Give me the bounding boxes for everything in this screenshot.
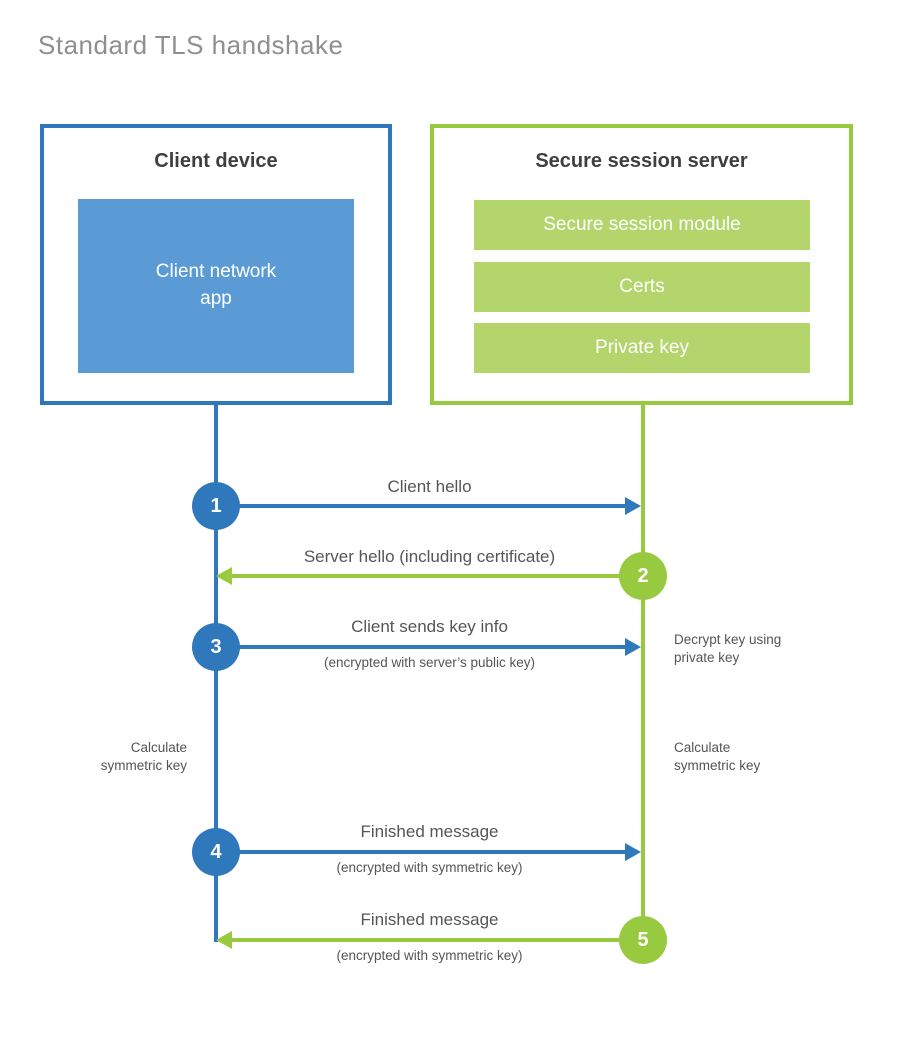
arrowhead-step-3 xyxy=(625,638,641,656)
step-4-label: Finished message xyxy=(360,822,499,841)
step-3-sublabel: (encrypted with server’s public key) xyxy=(323,655,536,670)
arrowhead-step-2 xyxy=(216,567,232,585)
arrow-step-3 xyxy=(216,645,626,649)
arrowhead-step-5 xyxy=(216,931,232,949)
server-module-private-key: Private key xyxy=(474,323,810,373)
arrow-step-2 xyxy=(232,574,643,578)
step-2-label: Server hello (including certificate) xyxy=(303,547,556,566)
step-5-sublabel: (encrypted with symmetric key) xyxy=(336,948,523,963)
arrow-step-5 xyxy=(232,938,643,942)
arrow-step-1 xyxy=(216,504,626,508)
step-2-badge: 2 xyxy=(619,552,667,600)
arrowhead-step-4 xyxy=(625,843,641,861)
step-4-badge: 4 xyxy=(192,828,240,876)
server-title: Secure session server xyxy=(535,150,748,172)
page-title: Standard TLS handshake xyxy=(38,30,344,60)
client-device-title: Client device xyxy=(154,150,278,172)
note-decrypt-key: Decrypt key using private key xyxy=(674,632,782,666)
note-calculate-symmetric-key-server: Calculate symmetric key xyxy=(674,740,761,774)
step-3-badge: 3 xyxy=(192,623,240,671)
step-1-badge: 1 xyxy=(192,482,240,530)
arrow-step-4 xyxy=(216,850,626,854)
arrowhead-step-1 xyxy=(625,497,641,515)
note-calculate-symmetric-key-client: Calculate symmetric key xyxy=(100,740,187,774)
client-lifeline xyxy=(214,405,218,942)
server-lifeline xyxy=(641,405,645,940)
step-1-label: Client hello xyxy=(387,477,472,496)
step-3-label: Client sends key info xyxy=(351,617,508,636)
step-4-sublabel: (encrypted with symmetric key) xyxy=(336,860,523,875)
client-network-app-box: Client network app xyxy=(78,199,354,373)
server-module-secure-session: Secure session module xyxy=(474,200,810,250)
step-5-label: Finished message xyxy=(360,910,499,929)
step-5-badge: 5 xyxy=(619,916,667,964)
server-module-certs: Certs xyxy=(474,262,810,312)
